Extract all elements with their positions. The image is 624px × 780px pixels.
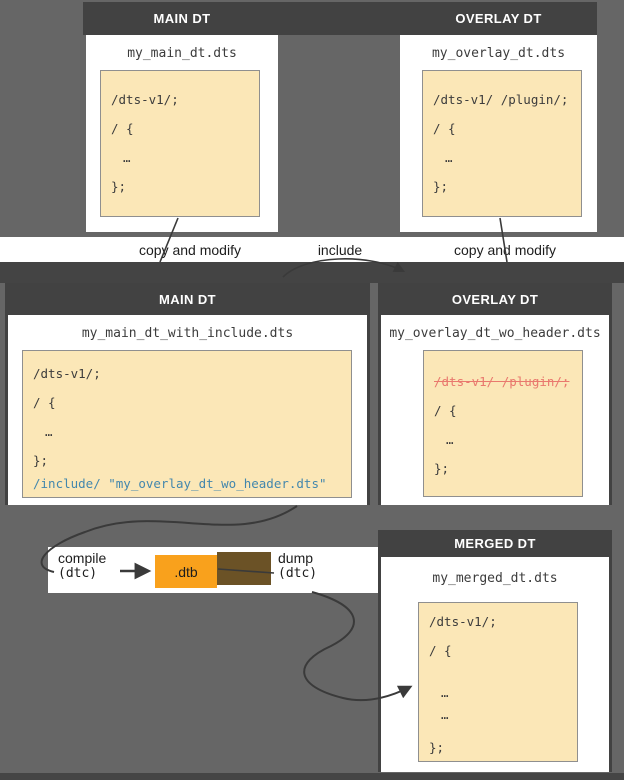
code-line: / {	[429, 643, 452, 658]
code-line: / {	[111, 121, 134, 136]
code-line: / {	[33, 395, 56, 410]
mid-main-code-box: /dts-v1/; / { … }; /include/ "my_overlay…	[22, 350, 352, 498]
top-main-filename: my_main_dt.dts	[127, 46, 237, 61]
top-overlay-card-title: OVERLAY DT	[455, 11, 542, 26]
dtb-chip: .dtb	[155, 555, 217, 588]
top-main-card-title: MAIN DT	[153, 11, 211, 26]
code-line: / {	[434, 403, 457, 418]
merged-card-title: MERGED DT	[378, 530, 612, 557]
compile-tool-text: (dtc)	[58, 566, 98, 581]
code-line: };	[33, 453, 49, 468]
top-header-band	[83, 2, 597, 35]
code-line: …	[445, 150, 453, 165]
code-line: / {	[433, 121, 456, 136]
merged-code-box: /dts-v1/; / { … … };	[418, 602, 578, 762]
top-overlay-filename: my_overlay_dt.dts	[431, 46, 566, 61]
code-gap	[429, 725, 567, 733]
label-strip	[0, 237, 624, 262]
code-line: …	[441, 684, 449, 700]
code-line: };	[429, 740, 445, 755]
code-line: …	[441, 706, 449, 722]
code-line: };	[434, 461, 450, 476]
dtb-output-band	[217, 552, 271, 585]
code-gap	[429, 665, 567, 681]
dump-label-text: dump	[278, 550, 314, 566]
deleted-code-line: /dts-v1/ /plugin/;	[434, 374, 570, 389]
top-main-code-box: /dts-v1/; / { … };	[100, 70, 260, 217]
include-code-line: /include/ "my_overlay_dt_wo_header.dts"	[33, 476, 327, 491]
code-line: …	[446, 432, 454, 447]
mid-main-card-title: MAIN DT	[5, 283, 370, 315]
dump-label: dump (dtc)	[278, 550, 317, 581]
mid-overlay-filename: my_overlay_dt_wo_header.dts	[389, 326, 601, 341]
top-overlay-code-box: /dts-v1/ /plugin/; / { … };	[422, 70, 582, 217]
merged-filename: my_merged_dt.dts	[432, 571, 558, 586]
bottom-strip	[0, 773, 624, 780]
code-line: /dts-v1/;	[33, 366, 101, 381]
code-line: /dts-v1/;	[429, 614, 497, 629]
code-line: …	[123, 150, 131, 165]
dump-tool-text: (dtc)	[278, 566, 318, 581]
code-line: };	[111, 179, 127, 194]
copy-and-modify-left-label: copy and modify	[139, 241, 241, 258]
copy-and-modify-right-label: copy and modify	[454, 241, 556, 258]
mid-overlay-code-box: /dts-v1/ /plugin/; / { … };	[423, 350, 583, 497]
code-line: …	[45, 424, 53, 439]
include-label: include	[317, 241, 363, 258]
compile-label: compile (dtc)	[58, 550, 106, 581]
compile-label-text: compile	[58, 550, 107, 566]
dark-divider-band	[0, 262, 624, 283]
mid-overlay-card-title: OVERLAY DT	[378, 283, 612, 315]
code-line: /dts-v1/ /plugin/;	[433, 92, 569, 107]
code-line: /dts-v1/;	[111, 92, 179, 107]
mid-main-filename: my_main_dt_with_include.dts	[81, 326, 294, 341]
code-line: };	[433, 179, 449, 194]
